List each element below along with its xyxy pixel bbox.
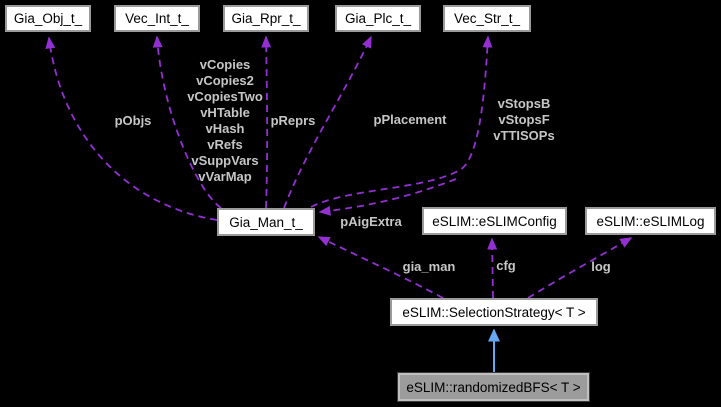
node-eslim-log[interactable]: eSLIM::eSLIMLog: [585, 207, 716, 235]
edge-paigextra: [318, 178, 457, 216]
node-gia-plc-t[interactable]: Gia_Plc_t_: [335, 5, 421, 32]
edge-preprs: [261, 35, 272, 209]
node-vec-str-t[interactable]: Vec_Str_t_: [443, 5, 531, 32]
node-gia-man-t[interactable]: Gia_Man_t_: [217, 208, 315, 236]
node-gia-rpr-t[interactable]: Gia_Rpr_t_: [223, 5, 309, 32]
edge-cfg: [487, 237, 498, 299]
node-gia-obj-t[interactable]: Gia_Obj_t_: [5, 5, 91, 32]
edge-pplacement: [283, 35, 372, 209]
edge-vstops: [310, 35, 493, 208]
node-vec-int-t[interactable]: Vec_Int_t_: [114, 5, 200, 32]
edge-pobjs: [45, 36, 218, 221]
edge-log: [527, 237, 633, 299]
node-selection-strategy[interactable]: eSLIM::SelectionStrategy< T >: [390, 298, 598, 326]
edge-vcopies: [152, 35, 222, 209]
node-eslim-config[interactable]: eSLIM::eSLIMConfig: [422, 207, 567, 235]
node-randomized-bfs[interactable]: eSLIM::randomizedBFS< T >: [397, 372, 590, 402]
edge-gia-man: [317, 236, 444, 299]
